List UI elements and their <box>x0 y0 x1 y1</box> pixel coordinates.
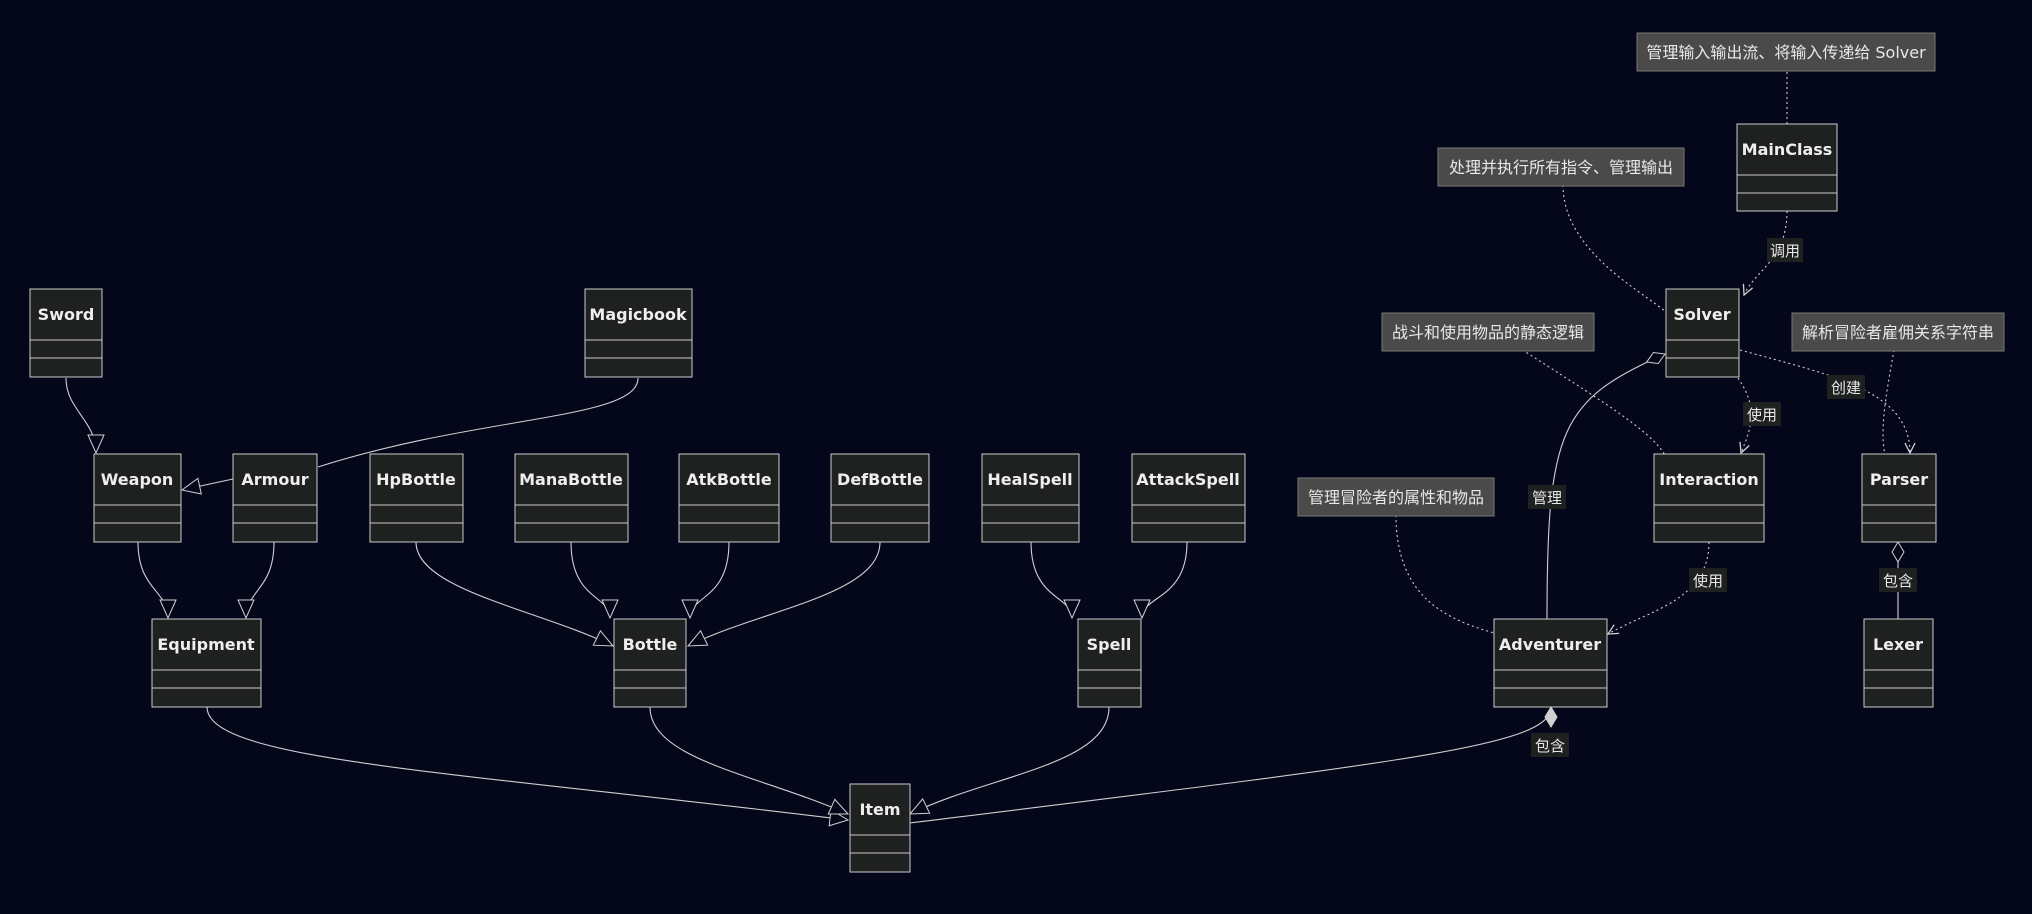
svg-text:处理并执行所有指令、管理输出: 处理并执行所有指令、管理输出 <box>1449 158 1673 177</box>
edge-defbottle-bottle <box>688 541 881 646</box>
edge-healspell-spell <box>1030 541 1072 618</box>
edge-label-use-solver: 使用 <box>1743 402 1781 426</box>
class-title: Lexer <box>1873 635 1923 654</box>
class-title: Armour <box>241 470 308 489</box>
edge-armour-equipment <box>246 541 275 618</box>
svg-text:包含: 包含 <box>1883 572 1913 590</box>
class-atkbottle[interactable]: AtkBottle <box>678 453 780 543</box>
class-defbottle[interactable]: DefBottle <box>830 453 930 543</box>
edge-solver-interaction <box>1737 377 1752 453</box>
note-link-interaction <box>1517 346 1666 456</box>
class-interaction[interactable]: Interaction <box>1653 453 1765 543</box>
class-title: Item <box>859 800 900 819</box>
note-link-solver <box>1562 184 1667 313</box>
edge-solver-adventurer <box>1546 351 1666 620</box>
edge-bottle-item <box>649 706 848 814</box>
class-weapon[interactable]: Weapon <box>93 453 182 543</box>
class-bottle[interactable]: Bottle <box>613 618 687 708</box>
class-parser[interactable]: Parser <box>1861 453 1937 543</box>
edge-attackspell-spell <box>1142 541 1188 618</box>
class-attackspell[interactable]: AttackSpell <box>1131 453 1246 543</box>
class-item[interactable]: Item <box>849 783 911 873</box>
edge-interaction-adventurer <box>1608 541 1710 634</box>
edge-label-manage: 管理 <box>1528 485 1566 509</box>
note-link-adventurer <box>1395 514 1495 634</box>
class-title: MainClass <box>1742 140 1833 159</box>
note-mainclass: 管理输入输出流、将输入传递给 Solver <box>1636 32 1936 72</box>
edge-weapon-equipment <box>137 541 168 618</box>
svg-text:管理输入输出流、将输入传递给 Solver: 管理输入输出流、将输入传递给 Solver <box>1646 43 1926 62</box>
class-title: HealSpell <box>987 470 1072 489</box>
edge-spell-item <box>910 706 1110 814</box>
class-title: Equipment <box>157 635 255 654</box>
edge-armour-weapon <box>182 479 234 490</box>
class-title: AtkBottle <box>686 470 772 489</box>
svg-text:解析冒险者雇佣关系字符串: 解析冒险者雇佣关系字符串 <box>1802 323 1994 342</box>
class-title: ManaBottle <box>519 470 623 489</box>
class-sword[interactable]: Sword <box>29 288 103 378</box>
note-parser: 解析冒险者雇佣关系字符串 <box>1791 312 2005 352</box>
class-equipment[interactable]: Equipment <box>151 618 262 708</box>
class-title: Magicbook <box>589 305 687 324</box>
class-adventurer[interactable]: Adventurer <box>1493 618 1608 708</box>
svg-text:使用: 使用 <box>1747 406 1777 424</box>
edge-label-create: 创建 <box>1827 375 1865 399</box>
edge-magicbook-armour <box>317 377 639 468</box>
note-interaction: 战斗和使用物品的静态逻辑 <box>1381 312 1595 352</box>
class-lexer[interactable]: Lexer <box>1863 618 1934 708</box>
class-title: Spell <box>1087 635 1132 654</box>
edge-manabottle-bottle <box>570 541 610 618</box>
class-title: HpBottle <box>376 470 456 489</box>
svg-text:调用: 调用 <box>1770 242 1800 260</box>
edge-label-use-interaction: 使用 <box>1689 568 1727 592</box>
edge-label-contain-lexer: 包含 <box>1879 568 1917 592</box>
edge-atkbottle-bottle <box>690 541 730 618</box>
class-spell[interactable]: Spell <box>1077 618 1142 708</box>
svg-text:战斗和使用物品的静态逻辑: 战斗和使用物品的静态逻辑 <box>1392 323 1584 342</box>
class-healspell[interactable]: HealSpell <box>981 453 1080 543</box>
svg-text:创建: 创建 <box>1831 379 1861 397</box>
class-mainclass[interactable]: MainClass <box>1736 123 1838 212</box>
svg-text:包含: 包含 <box>1535 737 1565 755</box>
class-title: Interaction <box>1659 470 1759 489</box>
svg-text:管理冒险者的属性和物品: 管理冒险者的属性和物品 <box>1308 488 1484 507</box>
edge-adventurer-item <box>909 706 1558 824</box>
class-title: Sword <box>38 305 95 324</box>
edge-solver-parser <box>1739 349 1910 453</box>
class-hpbottle[interactable]: HpBottle <box>369 453 464 543</box>
note-solver: 处理并执行所有指令、管理输出 <box>1437 147 1685 187</box>
class-title: Parser <box>1870 470 1928 489</box>
class-title: DefBottle <box>837 470 923 489</box>
edge-label-call: 调用 <box>1767 238 1803 262</box>
class-title: AttackSpell <box>1136 470 1239 489</box>
edge-hpbottle-bottle <box>415 541 613 646</box>
class-magicbook[interactable]: Magicbook <box>584 288 693 378</box>
svg-text:使用: 使用 <box>1693 572 1723 590</box>
note-link-parser <box>1882 349 1895 456</box>
class-manabottle[interactable]: ManaBottle <box>514 453 629 543</box>
note-adventurer: 管理冒险者的属性和物品 <box>1297 477 1495 517</box>
class-solver[interactable]: Solver <box>1665 288 1740 378</box>
edge-sword-weapon <box>65 377 96 453</box>
class-armour[interactable]: Armour <box>232 453 318 543</box>
class-title: Adventurer <box>1499 635 1601 654</box>
edge-label-contain-item: 包含 <box>1531 733 1569 757</box>
class-title: Solver <box>1673 305 1730 324</box>
svg-text:管理: 管理 <box>1532 489 1562 507</box>
edge-equipment-item <box>206 706 848 820</box>
class-title: Bottle <box>623 635 678 654</box>
class-title: Weapon <box>101 470 174 489</box>
